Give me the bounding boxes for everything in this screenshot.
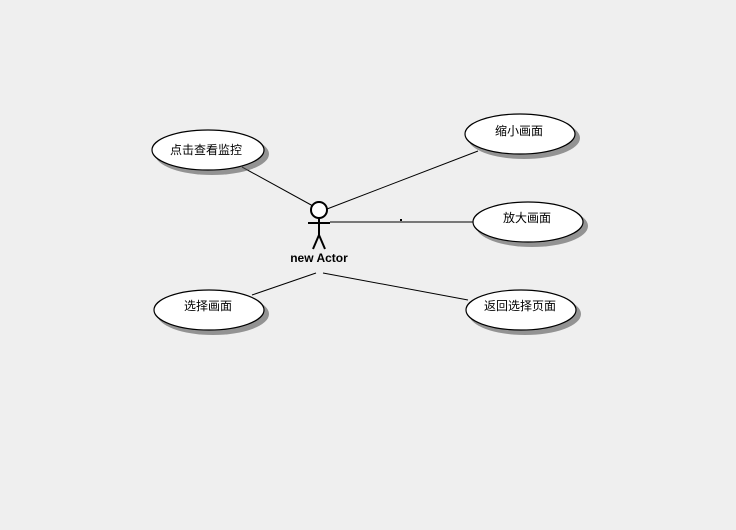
association-marker-dot [400, 219, 402, 221]
actor[interactable] [308, 201, 330, 250]
use-case-label: 放大画面 [503, 210, 551, 225]
use-case-zoom-out[interactable]: 缩小画面 [464, 113, 580, 159]
use-case-view-monitor[interactable]: 点击查看监控 [151, 129, 269, 175]
use-case-zoom-in[interactable]: 放大画面 [472, 201, 588, 247]
use-case-label: 点击查看监控 [170, 143, 242, 157]
actor-right-leg [318, 234, 326, 250]
actor-left-leg [312, 234, 320, 250]
association-return-select-page [322, 272, 469, 301]
use-case-label: 返回选择页面 [484, 299, 556, 313]
use-case-return-select-page[interactable]: 返回选择页面 [465, 289, 581, 335]
association-select-screen [251, 272, 317, 296]
association-zoom-out [326, 150, 479, 210]
associations [241, 150, 479, 301]
use-case-label: 缩小画面 [495, 123, 543, 138]
association-view-monitor [241, 166, 314, 207]
actor-head [310, 201, 328, 219]
actor-name: new Actor [290, 251, 348, 265]
use-case-label: 选择画面 [184, 299, 232, 313]
use-case-select-screen[interactable]: 选择画面 [153, 289, 269, 335]
